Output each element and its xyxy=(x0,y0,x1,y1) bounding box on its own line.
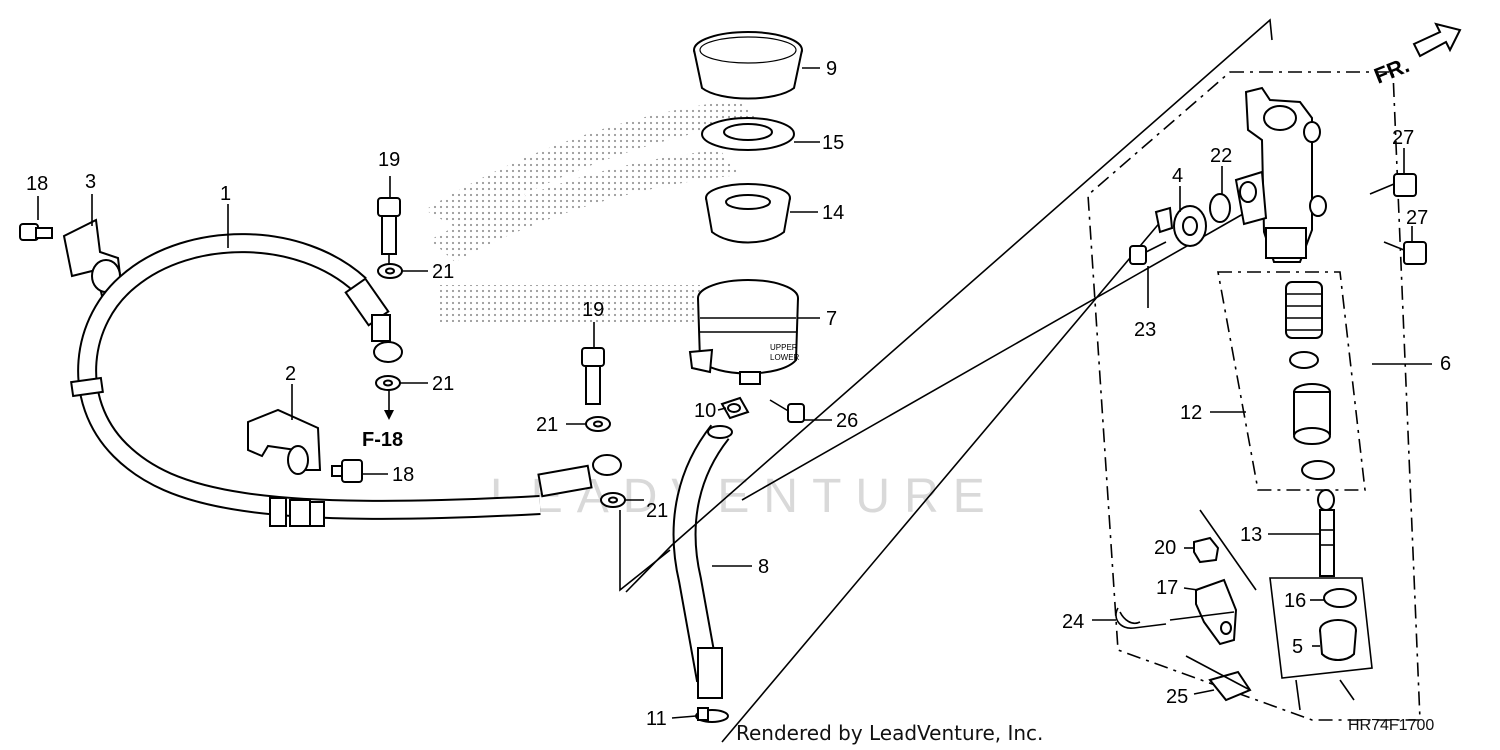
bolt-18-middle xyxy=(331,459,363,483)
callout-14: 14 xyxy=(822,202,844,224)
reservoir-upper-text: UPPER xyxy=(770,343,798,352)
bolts-27 xyxy=(1369,173,1427,265)
piston-spring xyxy=(1285,281,1323,339)
callout-10: 10 xyxy=(694,400,716,422)
bolt-18-left xyxy=(19,223,53,241)
diaphragm-14 xyxy=(705,183,791,244)
callout-12: 12 xyxy=(1180,402,1202,424)
screw-26 xyxy=(769,399,805,423)
callout-16: 16 xyxy=(1284,590,1306,612)
hose-joint-4 xyxy=(1154,205,1207,247)
callout-18-middle: 18 xyxy=(392,464,414,486)
callout-3: 3 xyxy=(85,171,96,193)
reservoir-lower-text: LOWER xyxy=(770,353,800,362)
callout-21-d: 21 xyxy=(646,500,668,522)
joint-17 xyxy=(1195,578,1238,646)
plate-15 xyxy=(701,117,795,151)
callout-leaders xyxy=(37,67,1432,719)
boot-5 xyxy=(1319,619,1357,661)
assembly-outline-6 xyxy=(1087,71,1421,721)
piston-set-outline-12 xyxy=(1217,271,1366,491)
callout-27-lower: 27 xyxy=(1406,207,1428,229)
diagram-code: HR74F1700 xyxy=(1348,717,1434,734)
master-cylinder-body xyxy=(1234,86,1327,263)
callout-24: 24 xyxy=(1062,611,1084,633)
screw-23 xyxy=(1129,241,1167,265)
callout-21-b: 21 xyxy=(432,373,454,395)
nut-20 xyxy=(1193,536,1220,564)
callout-22: 22 xyxy=(1210,145,1232,167)
piston xyxy=(1293,383,1331,445)
piston-cup-lower xyxy=(1301,460,1335,480)
piston-cup-upper xyxy=(1289,351,1319,369)
clip-10 xyxy=(720,396,750,420)
callout-26: 26 xyxy=(836,410,858,432)
callout-5: 5 xyxy=(1292,636,1303,658)
cotter-pin-24 xyxy=(1115,607,1167,629)
boot-set-outline xyxy=(1269,577,1373,679)
reservoir-7: UPPER LOWER xyxy=(688,279,800,385)
callout-1: 1 xyxy=(220,183,231,205)
reference-f18: F-18 xyxy=(362,429,403,451)
front-direction-arrow xyxy=(1412,22,1462,58)
background-logo xyxy=(425,100,760,322)
callout-18-left: 18 xyxy=(26,173,48,195)
clamp-2 xyxy=(247,408,322,475)
callout-4: 4 xyxy=(1172,165,1183,187)
bolt-19-upper xyxy=(377,197,401,255)
callout-8: 8 xyxy=(758,556,769,578)
reservoir-tube-8 xyxy=(672,424,733,699)
footer-credit: Rendered by LeadVenture, Inc. xyxy=(736,721,1043,745)
callout-7: 7 xyxy=(826,308,837,330)
callout-17: 17 xyxy=(1156,577,1178,599)
callout-9: 9 xyxy=(826,58,837,80)
bolt-19-lower xyxy=(581,347,605,405)
o-ring-22 xyxy=(1209,193,1231,223)
clip-11 xyxy=(695,707,729,723)
callout-6: 6 xyxy=(1440,353,1451,375)
callout-27-upper: 27 xyxy=(1392,127,1414,149)
callout-23: 23 xyxy=(1134,319,1156,341)
callout-21-c: 21 xyxy=(536,414,558,436)
callout-20: 20 xyxy=(1154,537,1176,559)
push-rod-13 xyxy=(1317,489,1335,577)
callout-25: 25 xyxy=(1166,686,1188,708)
nut-16 xyxy=(1323,588,1357,608)
brake-hose-1 xyxy=(70,233,622,527)
callout-11: 11 xyxy=(646,708,667,730)
front-direction-label: FR. xyxy=(1371,52,1413,88)
reservoir-cap-9 xyxy=(693,31,803,100)
callout-13: 13 xyxy=(1240,524,1262,546)
callout-2: 2 xyxy=(285,363,296,385)
callout-15: 15 xyxy=(822,132,844,154)
callout-21-a: 21 xyxy=(432,261,454,283)
callout-19-upper: 19 xyxy=(378,149,400,171)
washers-21 xyxy=(375,263,626,508)
callout-19-lower: 19 xyxy=(582,299,604,321)
